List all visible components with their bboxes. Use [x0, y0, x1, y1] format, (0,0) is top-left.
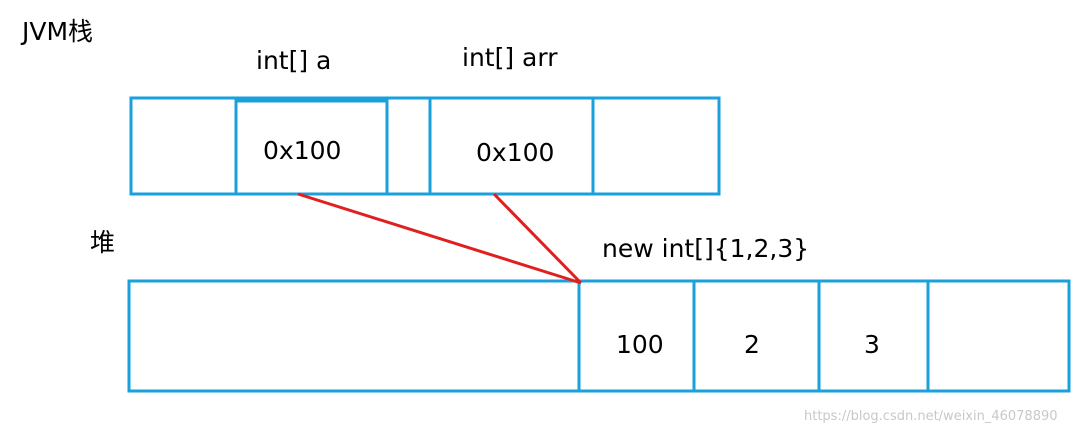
var-arr-label: int[] arr — [462, 43, 558, 72]
stack-title: JVM栈 — [22, 17, 94, 46]
var-a-label: int[] a — [256, 46, 332, 75]
stack-box — [129, 96, 721, 196]
heap-title: 堆 — [90, 228, 116, 257]
heap-cell-2: 3 — [864, 330, 880, 359]
reference-line-a — [297, 192, 582, 285]
reference-line-arr — [492, 192, 583, 285]
stack-cell-a-value: 0x100 — [263, 136, 342, 165]
stack-cell-arr-value: 0x100 — [476, 138, 555, 167]
watermark-text: https://blog.csdn.net/weixin_46078890 — [804, 409, 1058, 424]
heap-cell-1: 2 — [744, 330, 760, 359]
heap-object-label: new int[]{1,2,3} — [602, 234, 810, 263]
heap-box — [127, 279, 1071, 393]
heap-cell-0: 100 — [616, 330, 664, 359]
